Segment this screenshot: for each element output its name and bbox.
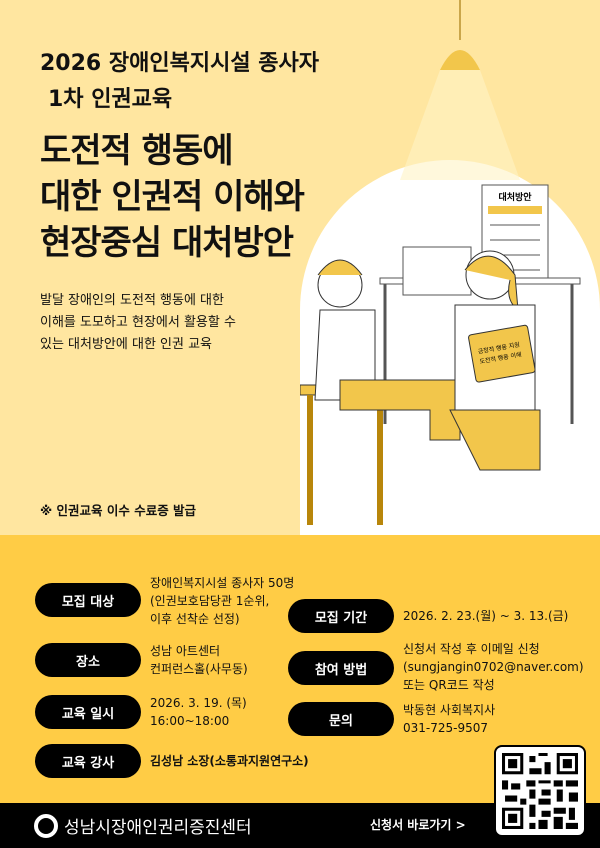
- event-header: 2026 장애인복지시설 종사자 1차 인권교육: [40, 46, 319, 118]
- lamp-icon: [440, 50, 480, 70]
- description-line: 있는 대처방안에 대한 인권 교육: [40, 337, 213, 352]
- page-title: 도전적 행동에 대한 인권적 이해와 현장중심 대처방안: [40, 128, 305, 266]
- description-line: 이해를 도모하고 현장에서 활용할 수: [40, 315, 236, 330]
- label-target: 모집 대상: [35, 583, 141, 617]
- org-logo: 성남시장애인권리증진센터: [34, 813, 252, 838]
- title-line-3: 현장중심 대처방안: [40, 223, 294, 263]
- title-line-2: 대한 인권적 이해와: [40, 177, 305, 217]
- description-line: 발달 장애인의 도전적 행동에 대한: [40, 293, 224, 308]
- value-period: 2026. 2. 23.(월) ~ 3. 13.(금): [403, 609, 569, 623]
- value-target: 장애인복지시설 종사자 50명 (인권보호담당관 1순위, 이후 선착순 선정): [150, 574, 294, 628]
- value-method: 신청서 작성 후 이메일 신청 (sungjangin0702@naver.com…: [403, 640, 584, 694]
- value-contact: 박동현 사회복지사 031-725-9507: [403, 701, 495, 737]
- value-line: (sungjangin0702@naver.com): [403, 660, 584, 674]
- value-line: 031-725-9507: [403, 721, 489, 735]
- qr-icon: [502, 753, 578, 829]
- value-line: 2026. 3. 19. (목): [150, 696, 247, 710]
- org-name: 성남시장애인권리증진센터: [64, 818, 252, 838]
- header-line-1: 2026 장애인복지시설 종사자: [40, 51, 319, 76]
- label-method: 참여 방법: [288, 651, 394, 685]
- logo-icon: [34, 813, 58, 838]
- label-place: 장소: [35, 643, 141, 677]
- title-line-1: 도전적 행동에: [40, 131, 234, 171]
- value-date: 2026. 3. 19. (목) 16:00~18:00: [150, 694, 247, 730]
- value-line: 컨퍼런스홀(사무동): [150, 662, 248, 676]
- value-line: 장애인복지시설 종사자 50명: [150, 576, 295, 590]
- board-title: 대처방안: [498, 191, 532, 203]
- value-line: 16:00~18:00: [150, 714, 230, 728]
- value-lecturer: 김성남 소장(소통과지원연구소): [150, 754, 309, 768]
- value-line: 또는 QR코드 작성: [403, 678, 495, 692]
- certificate-note: ※ 인권교육 이수 수료증 발급: [40, 503, 197, 518]
- value-line: 이후 선착순 선정): [150, 612, 240, 626]
- value-line: 박동현 사회복지사: [403, 703, 496, 717]
- apply-link[interactable]: 신청서 바로가기 >: [370, 818, 466, 832]
- illustration: 대처방안 긍정적 행동 지원 도전적 행동 이해: [300, 0, 581, 525]
- description: 발달 장애인의 도전적 행동에 대한 이해를 도모하고 현장에서 활용할 수 있…: [40, 290, 236, 356]
- header-line-2: 1차 인권교육: [48, 87, 173, 112]
- label-period: 모집 기간: [288, 599, 394, 633]
- label-contact: 문의: [288, 702, 394, 736]
- label-lecturer: 교육 강사: [35, 744, 141, 778]
- label-date: 교육 일시: [35, 695, 141, 729]
- value-line: 성남 아트센터: [150, 644, 221, 658]
- value-line: 신청서 작성 후 이메일 신청: [403, 642, 540, 656]
- value-line: (인권보호담당관 1순위,: [150, 594, 270, 608]
- qr-code[interactable]: [494, 745, 586, 837]
